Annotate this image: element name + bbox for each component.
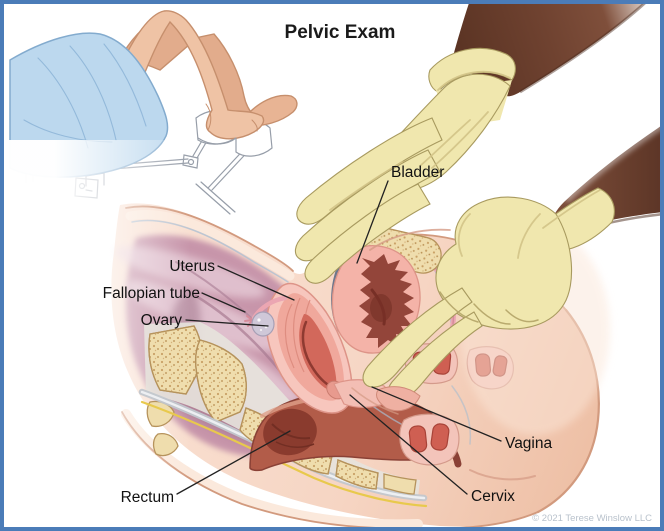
- label-cervix: Cervix: [349, 394, 515, 505]
- examiner-right-hand: [362, 123, 660, 412]
- fallopian-tube-leader-line: [201, 292, 246, 313]
- right-glove: [362, 187, 615, 401]
- illustration-title: Pelvic Exam: [285, 22, 396, 43]
- vagina-leader-line: [371, 386, 502, 442]
- copyright-notice: © 2021 Terese Winslow LLC: [532, 513, 652, 524]
- label-rectum: Rectum: [121, 430, 291, 506]
- ovary-label: Ovary: [141, 312, 183, 329]
- bladder-label: Bladder: [391, 164, 444, 181]
- vagina-label: Vagina: [505, 435, 552, 452]
- bladder: [331, 244, 421, 354]
- ovary-leader-line: [185, 319, 269, 327]
- label-bladder: Bladder: [356, 164, 444, 264]
- uterus-leader-line: [217, 265, 295, 301]
- rectum-leader-line: [176, 430, 291, 495]
- patient-legs: [118, 10, 298, 140]
- bladder-leader-line: [356, 180, 389, 264]
- label-fallopian-tube: Fallopian tube: [103, 285, 246, 313]
- annotation-labels: Bladder Uterus Fallopian tube Ovary Vagi…: [103, 164, 553, 506]
- uterus-label: Uterus: [169, 258, 215, 275]
- examiner-left-hand: [294, 4, 646, 284]
- skin-creases: [351, 228, 536, 481]
- label-vagina: Vagina: [371, 386, 552, 452]
- cervix-leader-line: [349, 394, 468, 495]
- rectum-label: Rectum: [121, 489, 174, 506]
- label-ovary: Ovary: [141, 312, 269, 329]
- fallopian-tube-label: Fallopian tube: [103, 285, 200, 302]
- cervix-label: Cervix: [471, 488, 515, 505]
- stirrup-cup-rim: [197, 137, 237, 145]
- left-glove: [294, 47, 516, 284]
- ovary-left: [251, 311, 275, 337]
- label-uterus: Uterus: [169, 258, 295, 301]
- uterus: [265, 282, 353, 414]
